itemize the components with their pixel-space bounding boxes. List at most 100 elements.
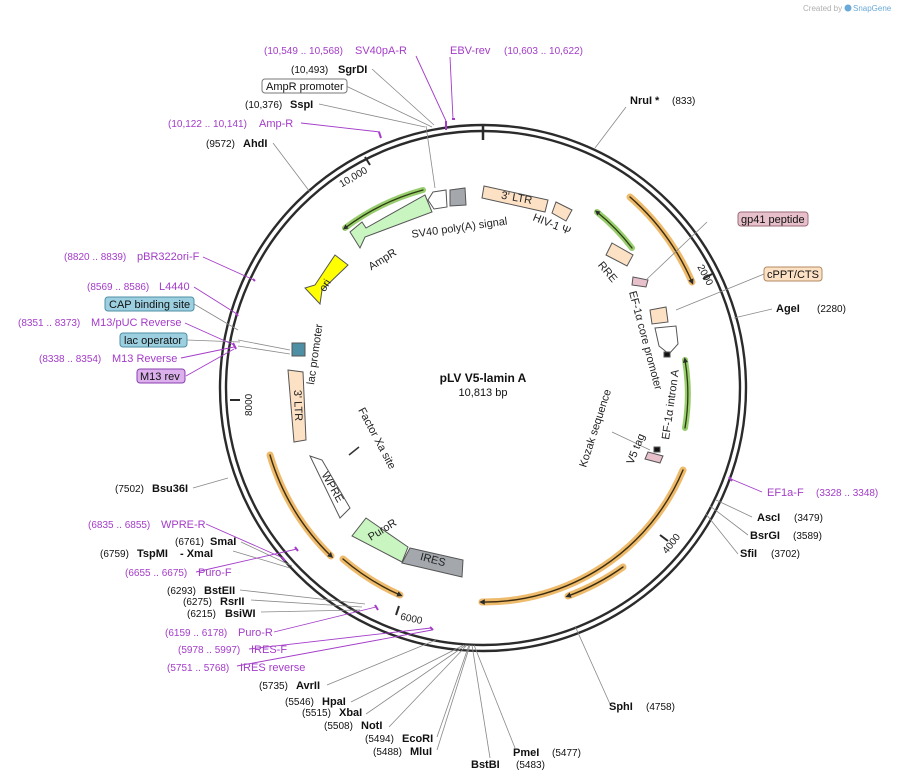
primer-name-ef1a-f: EF1a-F: [767, 487, 804, 499]
enzyme-name-sgrdi: SgrDI: [338, 64, 367, 76]
shape-ef1a-promoter: [654, 325, 679, 355]
mark-ires: [429, 626, 434, 631]
tick-label-6000: 6000: [399, 612, 423, 627]
shape-wpre: [309, 455, 351, 519]
boxed-labels: AmpR promoter CAP binding site lac opera…: [104, 78, 823, 384]
primer-name-m13-puc-reverse: M13/pUC Reverse: [91, 317, 181, 329]
enzyme-pos-sgrdi: (10,493): [291, 65, 328, 76]
enzyme-pos-sphi: (4758): [646, 702, 675, 713]
leader-smai: [240, 541, 293, 567]
primer-name-puro-r: Puro-R: [238, 627, 273, 639]
shape-ori: [304, 254, 349, 306]
primer-pos-l4440: (8569 .. 8586): [87, 282, 149, 293]
box-label-cppt-cts: cPPT/CTS: [767, 269, 819, 281]
enzyme-name-smai: SmaI: [210, 536, 236, 548]
enzyme-name-sphi: SphI: [609, 701, 633, 713]
box-label-lac-operator: lac operator: [124, 335, 182, 347]
primer-pos-ires-f: (5978 .. 5997): [178, 645, 240, 656]
primer-name-ebv-rev: EBV-rev: [450, 45, 491, 57]
leader-noti: [388, 644, 468, 728]
enzyme-name-xbai: XbaI: [339, 707, 362, 719]
primer-name-ires-f: IRES-F: [251, 644, 287, 656]
enzyme-name-agei: AgeI: [776, 303, 800, 315]
enzyme-pos-xbai: (5515): [302, 708, 331, 719]
credit-prefix: Created by: [803, 4, 842, 13]
enzyme-pos-bsteii: (6293): [167, 586, 196, 597]
label-rre: RRE: [595, 259, 619, 285]
enzyme-name-sspi: SspI: [290, 99, 313, 111]
leader-xbai: [365, 644, 467, 715]
primer-name-m13-reverse: M13 Reverse: [112, 353, 177, 365]
enzyme-name-nrui: NruI *: [630, 95, 660, 107]
enzyme-pos-asci: (3479): [794, 513, 823, 524]
leader-bsiwi: [260, 609, 361, 613]
leader-pmei: [473, 644, 516, 749]
leader-sv40-inner: [425, 125, 436, 189]
green-arc-rre-line: [594, 210, 633, 249]
shape-lac-promoter: [291, 342, 306, 357]
label-sv40-polya: SV40 poly(A) signal: [411, 215, 508, 240]
shape-ires: [401, 547, 464, 578]
enzyme-name-sfii: SfiI: [740, 548, 757, 560]
box-gp41-peptide: [737, 211, 809, 227]
leader-sspi: [318, 103, 426, 128]
box-ampr-promoter: [261, 78, 348, 94]
label-ef1a-intron-a: EF-1α intron A: [660, 368, 682, 440]
orange-arc-bottom: [339, 555, 404, 599]
orange-arc-small-line: [565, 566, 624, 598]
tick-4000: [659, 534, 669, 542]
leader-cppt: [675, 273, 765, 311]
primer-pos-puro-r: (6159 .. 6178): [165, 628, 227, 639]
leader-ecori: [436, 644, 470, 738]
primer-leaders: [180, 55, 763, 667]
leader-bstbi: [471, 644, 491, 759]
primer-pos-m13-puc-reverse: (8351 .. 8373): [18, 318, 80, 329]
enzyme-pos-tspmi: (6759): [100, 549, 129, 560]
enzyme-name-ahdi: AhdI: [243, 138, 267, 150]
green-arc-top-line: [342, 189, 424, 230]
mark-puro-r: [374, 604, 379, 611]
leader-mlui: [436, 644, 471, 751]
label-v5-tag: V5 tag: [625, 432, 648, 466]
enzyme-name-bstbi: BstBI: [471, 759, 500, 771]
leader-hpai: [350, 644, 465, 703]
leader-lac-inner: [237, 339, 291, 351]
primer-name-wpre-r: WPRE-R: [161, 519, 206, 531]
leader-gp41: [645, 221, 708, 281]
enzyme-pos-mlui: (5488): [373, 747, 402, 758]
plasmid-size: 10,813 bp: [459, 387, 508, 399]
box-m13-rev: [136, 368, 186, 384]
label-factor-xa: Factor Xa site: [355, 406, 397, 472]
enzyme-pos-bsrgi: (3589): [793, 531, 822, 542]
primer-labels: SV40pA-R (10,549 .. 10,568) EBV-rev (10,…: [18, 45, 878, 674]
enzyme-name-asci: AscI: [757, 512, 780, 524]
credit-brand: SnapGene: [853, 4, 892, 13]
leader-lac-operator: [186, 339, 241, 343]
primer-name-l4440: L4440: [159, 281, 190, 293]
primer-pos-ires-reverse: (5751 .. 5768): [167, 663, 229, 674]
enzyme-pos-sfii: (3702): [771, 549, 800, 560]
enzyme-name-noti: NotI: [361, 720, 382, 732]
enzyme-pos-smai: (6761): [175, 537, 204, 548]
enzyme-pos-pmei: (5477): [552, 748, 581, 759]
leader-asci: [715, 499, 753, 518]
enzyme-name-avrii: AvrII: [296, 680, 320, 692]
enzyme-name-ecori: EcoRI: [402, 733, 433, 745]
leader-ires-f: [248, 627, 432, 650]
primer-name-amp-r: Amp-R: [259, 118, 293, 130]
leader-pbr322ori-f: [202, 256, 255, 281]
enzyme-name-bsteii: BstEII: [204, 585, 235, 597]
tick-label-8000: 8000: [244, 393, 255, 416]
box-label-ampr-promoter: AmpR promoter: [266, 81, 344, 93]
label-ampr: AmpR: [367, 247, 399, 273]
leader-cap-site: [193, 303, 239, 331]
leader-ires-reverse: [236, 629, 433, 667]
primer-pos-ef1a-f: (3328 .. 3348): [816, 488, 878, 499]
leader-rsrii: [250, 599, 363, 608]
leader-sgrdi: [371, 68, 435, 126]
leader-m13-reverse: [180, 346, 235, 359]
plasmid-title: pLV V5-lamin A 10,813 bp: [440, 371, 527, 399]
green-arc-rre: [594, 209, 635, 251]
snapgene-credit: Created by SnapGene: [803, 4, 892, 13]
